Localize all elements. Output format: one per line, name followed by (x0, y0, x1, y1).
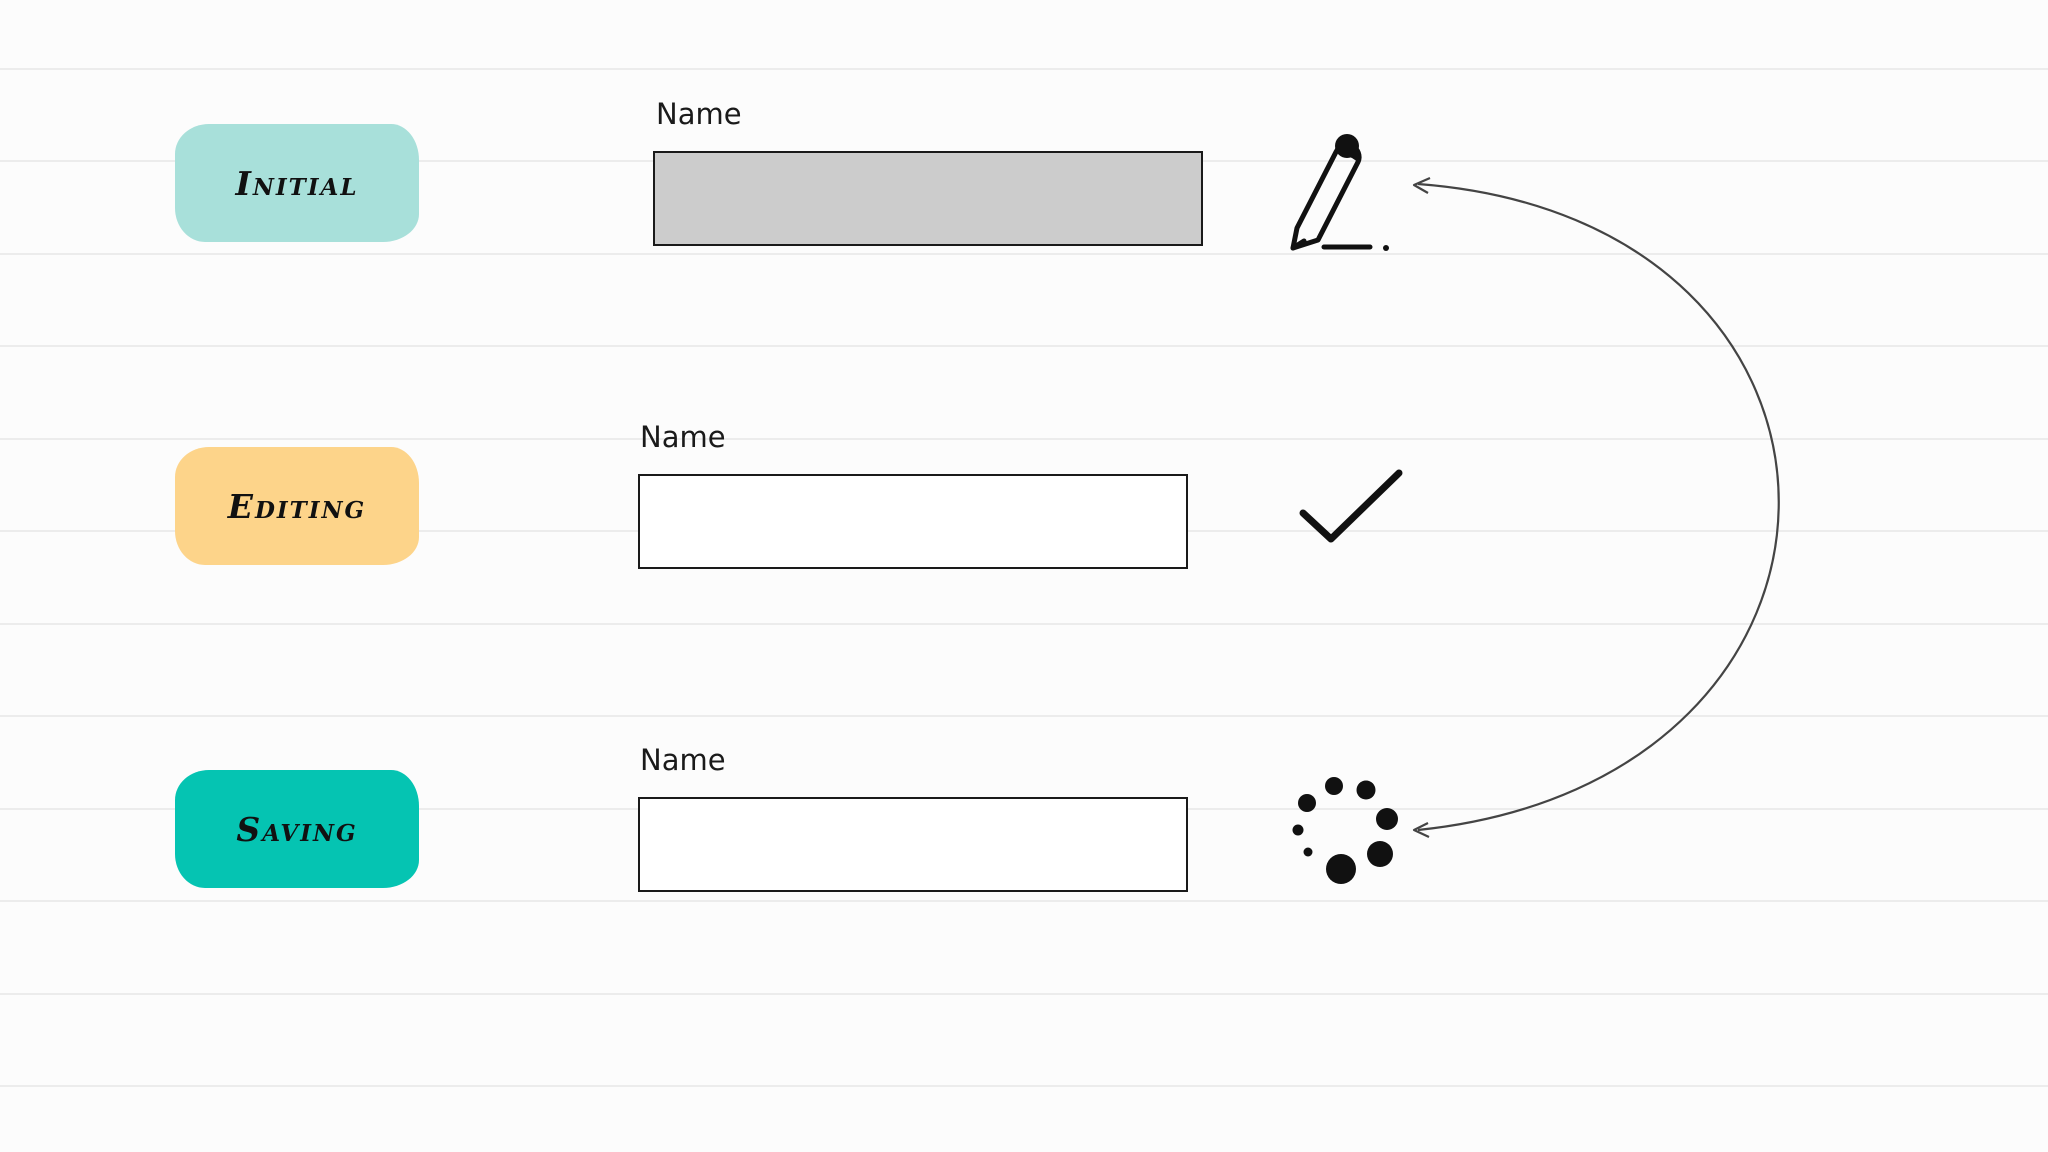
name-field-saving[interactable] (638, 797, 1188, 892)
name-field-label: Name (656, 97, 742, 131)
state-badge-saving: Saving (175, 770, 419, 888)
ruled-line (0, 1085, 2048, 1087)
name-field-label: Name (640, 420, 726, 454)
state-badge-label: Initial (235, 163, 359, 203)
ruled-line (0, 623, 2048, 625)
flow-arrow (1417, 182, 1780, 832)
state-badge-editing: Editing (175, 447, 419, 565)
ruled-line (0, 993, 2048, 995)
name-field-initial[interactable] (653, 151, 1203, 246)
ruled-line (0, 900, 2048, 902)
ruled-line (0, 438, 2048, 440)
pencil-icon (1290, 134, 1389, 251)
state-badge-label: Saving (236, 809, 358, 849)
checkmark-icon (1299, 469, 1403, 543)
name-field-editing[interactable] (638, 474, 1188, 569)
ruled-line (0, 253, 2048, 255)
arrowhead-bottom (1412, 822, 1430, 838)
state-badge-initial: Initial (175, 124, 419, 242)
name-field-label: Name (640, 743, 726, 777)
loading-spinner-icon (1292, 777, 1398, 884)
ruled-line (0, 345, 2048, 347)
ruled-line (0, 68, 2048, 70)
arrowhead-top (1412, 176, 1431, 194)
state-badge-label: Editing (227, 486, 367, 526)
ruled-line (0, 715, 2048, 717)
